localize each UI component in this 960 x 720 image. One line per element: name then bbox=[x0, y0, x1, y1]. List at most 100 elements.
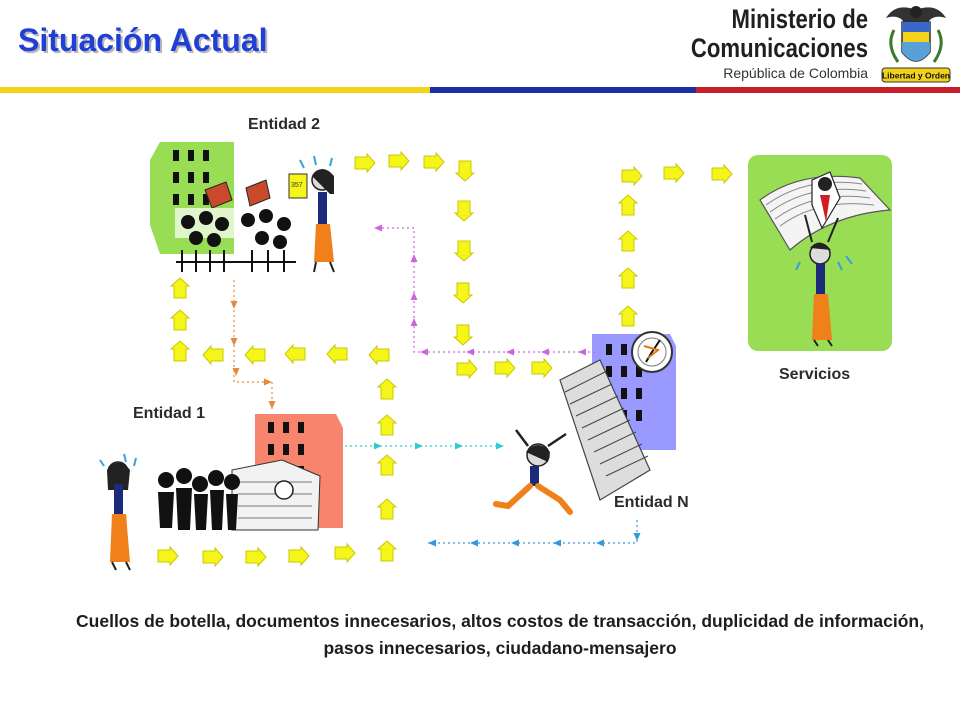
connector-arrowhead bbox=[496, 442, 504, 450]
building-window bbox=[621, 366, 627, 377]
entidad-2-clerk-figure-icon: 357 bbox=[288, 155, 335, 273]
entidad-1-queue-people-icon bbox=[158, 468, 240, 530]
building-window bbox=[173, 150, 179, 161]
flow-arrow bbox=[663, 163, 685, 183]
building-window bbox=[188, 150, 194, 161]
building-window bbox=[298, 422, 304, 433]
connector-arrowhead bbox=[410, 254, 418, 262]
flow-arrow bbox=[334, 543, 356, 563]
building-window bbox=[203, 150, 209, 161]
flow-arrow bbox=[157, 546, 179, 566]
connector-arrowhead bbox=[633, 533, 641, 541]
flow-arrow bbox=[618, 267, 638, 289]
connector-arrowhead bbox=[466, 348, 474, 356]
flow-arrow bbox=[377, 454, 397, 476]
entidad-1-citizen-figure-icon bbox=[99, 453, 137, 571]
flow-arrow bbox=[284, 344, 306, 364]
connector-arrowhead bbox=[410, 292, 418, 300]
connector-arrowhead bbox=[420, 348, 428, 356]
label-entidad-n: Entidad N bbox=[614, 494, 689, 511]
ministry-line-2: Comunicaciones bbox=[690, 33, 868, 63]
building-window bbox=[188, 194, 194, 205]
connector-arrowhead bbox=[415, 442, 423, 450]
label-servicios: Servicios bbox=[779, 366, 851, 383]
building-window bbox=[298, 444, 304, 455]
dotted-flow-layer bbox=[230, 224, 641, 547]
dotted-connector bbox=[233, 280, 273, 412]
building-window bbox=[283, 422, 289, 433]
connector-arrowhead bbox=[230, 338, 238, 346]
entidad-2-workers-icon bbox=[175, 179, 296, 272]
connector-arrowhead bbox=[410, 318, 418, 326]
flow-arrow bbox=[455, 160, 475, 182]
caption-text: Cuellos de botella, documentos innecesar… bbox=[76, 611, 924, 658]
building-window bbox=[283, 444, 289, 455]
dotted-connector bbox=[428, 520, 638, 544]
flow-arrow bbox=[618, 194, 638, 216]
flow-arrow bbox=[711, 164, 733, 184]
flow-arrow bbox=[245, 547, 267, 567]
entidad-n-running-citizen-icon bbox=[493, 429, 573, 515]
document-number: 357 bbox=[291, 182, 303, 189]
connector-arrowhead bbox=[374, 224, 382, 232]
entidad-n-clock-icon bbox=[631, 331, 673, 373]
coat-of-arms-icon: Libertad y Orden bbox=[881, 6, 951, 83]
flow-arrow bbox=[202, 547, 224, 567]
flow-arrow bbox=[454, 200, 474, 222]
flow-arrow bbox=[202, 345, 224, 365]
flow-arrow bbox=[618, 305, 638, 327]
stripe-red bbox=[696, 87, 960, 93]
building-window bbox=[188, 172, 194, 183]
ministry-line-1: Ministerio de bbox=[731, 4, 868, 34]
building-window bbox=[173, 172, 179, 183]
flow-arrow bbox=[454, 240, 474, 262]
connector-arrowhead bbox=[268, 401, 276, 409]
flow-arrow bbox=[326, 344, 348, 364]
building-window bbox=[606, 344, 612, 355]
building-window bbox=[203, 172, 209, 183]
flow-arrow bbox=[288, 546, 310, 566]
building-window bbox=[173, 194, 179, 205]
flow-arrow bbox=[354, 153, 376, 173]
flow-arrow bbox=[377, 498, 397, 520]
connector-arrowhead bbox=[578, 348, 586, 356]
connector-arrowhead bbox=[264, 378, 272, 386]
flow-arrow bbox=[388, 151, 410, 171]
flow-arrow bbox=[531, 358, 553, 378]
flow-arrow bbox=[621, 166, 643, 186]
stripe-blue bbox=[430, 87, 696, 93]
building-window bbox=[621, 344, 627, 355]
entidad-n-stacked-papers-icon bbox=[559, 359, 651, 501]
entidad-1-paperwork-icon bbox=[231, 459, 321, 531]
building-window bbox=[606, 366, 612, 377]
building-window bbox=[636, 366, 642, 377]
connector-arrowhead bbox=[506, 348, 514, 356]
ministry-logo-text: Ministerio de Comunicaciones República d… bbox=[652, 4, 868, 82]
connector-arrowhead bbox=[553, 539, 561, 547]
connector-arrowhead bbox=[596, 539, 604, 547]
building-window bbox=[621, 388, 627, 399]
label-entidad-2: Entidad 2 bbox=[248, 116, 321, 133]
flow-arrow bbox=[453, 324, 473, 346]
flow-arrow bbox=[170, 340, 190, 362]
connector-arrowhead bbox=[470, 539, 478, 547]
page-title: Situación Actual bbox=[18, 22, 268, 58]
dotted-connector bbox=[374, 227, 595, 353]
flow-arrow bbox=[170, 277, 190, 299]
flow-arrow bbox=[453, 282, 473, 304]
flow-arrow bbox=[377, 414, 397, 436]
flow-arrow bbox=[170, 309, 190, 331]
building-window bbox=[636, 410, 642, 421]
flag-stripe bbox=[0, 87, 960, 93]
connector-arrowhead bbox=[455, 442, 463, 450]
stripe-yellow bbox=[0, 87, 430, 93]
connector-arrowhead bbox=[230, 301, 238, 309]
connector-arrowhead bbox=[374, 442, 382, 450]
flow-arrow bbox=[618, 230, 638, 252]
flow-arrow bbox=[377, 378, 397, 400]
flow-arrow bbox=[377, 540, 397, 562]
servicios-paperwork-figure-icon bbox=[759, 171, 892, 347]
flow-arrow bbox=[368, 345, 390, 365]
connector-arrowhead bbox=[232, 368, 240, 376]
